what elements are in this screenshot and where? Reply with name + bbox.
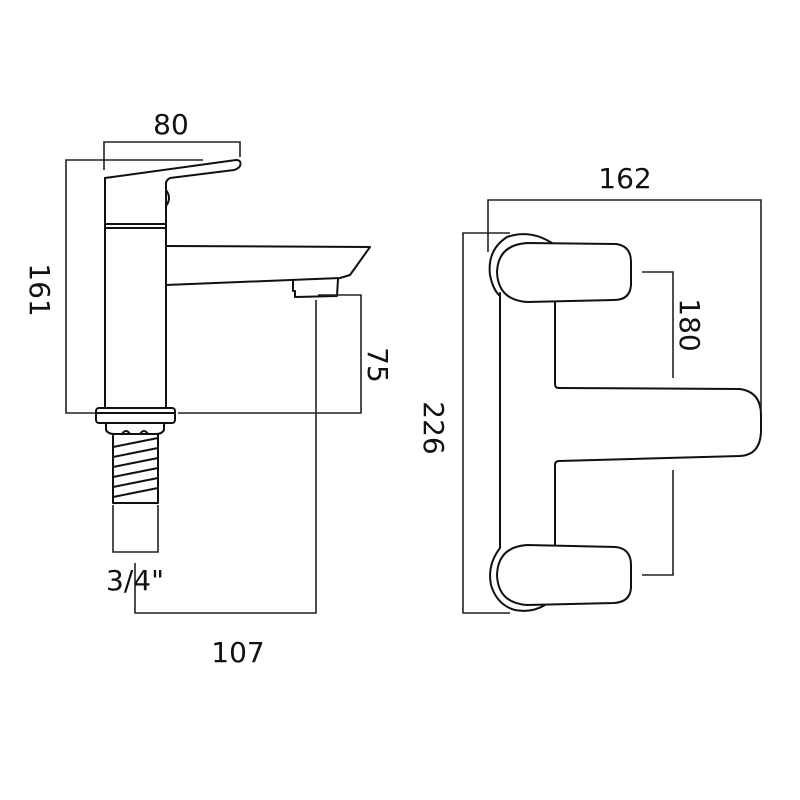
lever-handle [104,159,242,185]
dim-line-75 [178,294,362,414]
handle-top [496,242,632,303]
dim-label-180: 180 [673,298,706,351]
spout [165,245,371,286]
dim-line-180 [642,271,674,576]
handle-knob [165,189,170,207]
escutcheon-top [488,233,553,297]
dim-line-161 [65,159,203,414]
side-view: 80 161 75 3/4" 107 [23,108,394,669]
dim-label-162: 162 [598,162,651,195]
aerator [292,278,339,298]
top-view: 162 226 180 [417,162,762,614]
dim-label-226: 226 [417,401,450,454]
dim-label-80: 80 [153,108,189,141]
dim-label-thread: 3/4" [106,564,164,597]
dim-label-107: 107 [211,636,264,669]
dim-line-107 [134,300,317,614]
dim-line-80 [103,141,241,170]
dim-line-226 [462,232,510,614]
escutcheon-bottom [489,547,546,612]
dim-line-162 [487,199,762,410]
dim-label-161: 161 [23,263,56,316]
dim-line-thread [112,505,159,553]
tap-body [104,177,167,409]
handle-bottom [496,544,632,606]
threaded-tail [112,433,159,504]
spout-body [554,301,762,546]
hex-nut [105,422,165,435]
dim-label-75: 75 [361,347,394,383]
base-flange [95,407,176,424]
